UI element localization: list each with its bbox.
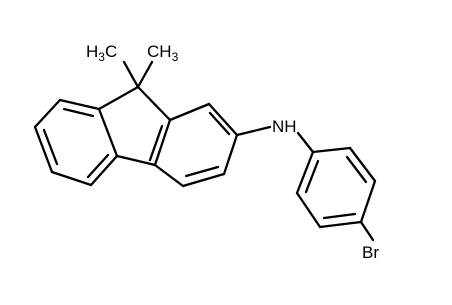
bond: [295, 191, 322, 229]
bond: [115, 154, 157, 167]
double-bond-inner: [184, 165, 220, 178]
bond: [153, 163, 185, 188]
double-bond-inner: [148, 124, 164, 162]
bond: [97, 107, 119, 158]
methyl-left-label: H3C: [86, 42, 117, 64]
amine-label: NH: [272, 117, 297, 136]
double-bond-inner: [304, 159, 320, 194]
bond: [359, 179, 377, 224]
bond: [153, 118, 172, 167]
double-bond-inner: [322, 212, 357, 220]
bromine-label: Br: [362, 243, 379, 262]
bond: [181, 172, 226, 188]
fluorene-center-ring: [97, 85, 172, 167]
gem-dimethyl: [122, 60, 154, 89]
bond: [97, 85, 140, 111]
fluorene-right-ring: [153, 102, 239, 188]
amine-linker: [235, 125, 315, 154]
bond: [168, 102, 211, 122]
bond: [348, 146, 377, 183]
bond: [207, 102, 239, 137]
bond: [136, 85, 172, 122]
bond-methyl-right: [136, 60, 154, 89]
bond: [58, 98, 101, 111]
bond-n-to-phenyl: [296, 131, 315, 154]
bond: [50, 170, 93, 187]
bond-ring-to-n: [235, 125, 272, 137]
double-bond-inner: [345, 155, 368, 184]
bond: [311, 146, 352, 154]
bromophenyl-ring: [295, 146, 377, 242]
bond-ring-to-br: [359, 220, 375, 242]
double-bond-inner: [86, 153, 110, 179]
bond: [33, 98, 62, 129]
double-bond-inner: [42, 128, 59, 166]
double-bond-inner: [208, 111, 231, 136]
bond: [222, 133, 239, 176]
bond-methyl-left: [122, 60, 140, 89]
bond: [295, 150, 315, 195]
double-bond-inner: [62, 107, 95, 118]
bond: [89, 154, 119, 187]
fluorene-left-ring: [33, 98, 119, 187]
methyl-right-label: CH3: [147, 42, 179, 64]
bond: [318, 220, 363, 229]
bond: [33, 125, 54, 174]
